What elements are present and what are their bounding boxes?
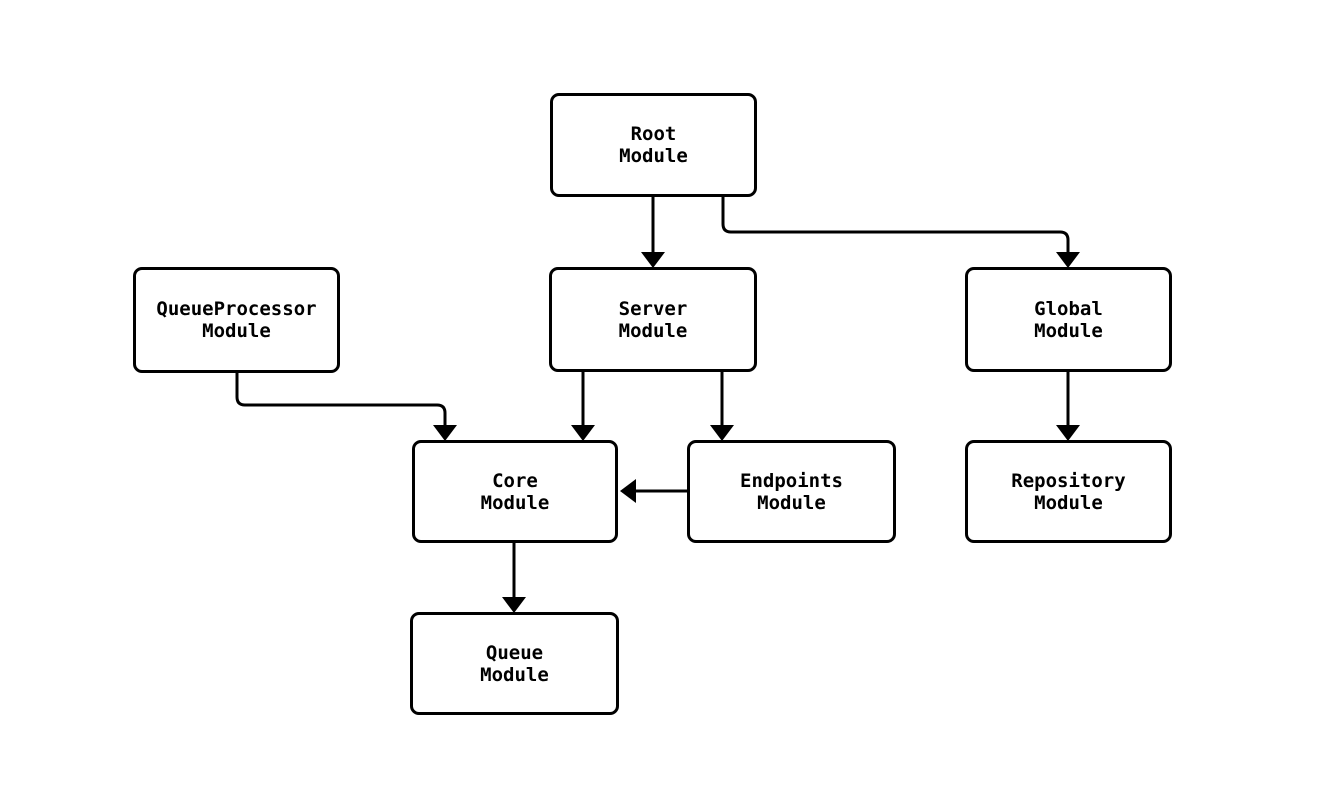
node-root-module-suffix: Module [619,145,688,167]
node-queueprocessor-module-name: QueueProcessor [156,298,317,320]
node-queue-module-name: Queue [485,641,544,664]
arrowhead-server-endpoints [710,425,734,441]
arrowhead-global-repository [1056,425,1080,441]
node-repository-module: Repository Module [965,440,1172,543]
edge-queueprocessor-core [235,373,447,426]
arrowhead-root-server [641,252,665,268]
node-server-module: Server Module [549,267,757,372]
node-queueprocessor-module: QueueProcessor Module [133,267,340,373]
node-endpoints-module-suffix: Module [757,491,826,514]
node-repository-module-suffix: Module [1034,491,1103,514]
node-root-module: Root Module [550,93,757,197]
arrowhead-core-queue [502,597,526,613]
node-core-module: Core Module [412,440,618,543]
node-global-module: Global Module [965,267,1172,372]
node-core-module-suffix: Module [480,491,550,514]
edge-root-global [721,197,1070,253]
node-core-module-name: Core [492,469,538,492]
arrowhead-endpoints-core [620,479,636,503]
node-global-module-suffix: Module [1034,319,1103,342]
node-queueprocessor-module-suffix: Module [202,320,271,342]
node-server-module-suffix: Module [618,319,688,342]
node-endpoints-module-name: Endpoints [740,469,843,492]
arrowhead-root-global [1056,252,1080,268]
node-endpoints-module: Endpoints Module [687,440,896,543]
node-repository-module-name: Repository [1011,469,1126,492]
arrowhead-server-core [571,425,595,441]
node-queue-module: Queue Module [410,612,619,715]
node-queue-module-suffix: Module [480,663,549,686]
node-root-module-name: Root [630,123,677,145]
node-global-module-name: Global [1034,297,1103,320]
arrowhead-queueprocessor-core [433,425,457,441]
node-server-module-name: Server [618,297,688,320]
